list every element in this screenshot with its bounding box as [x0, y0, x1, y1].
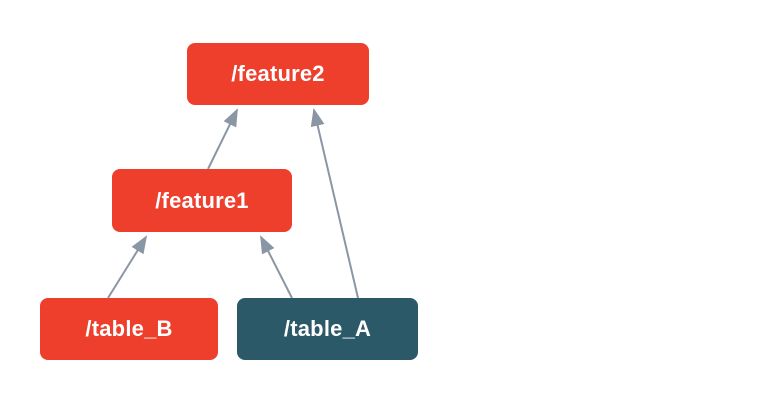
edge-table_B-to-feature1	[107, 235, 148, 299]
edge-feature1-to-feature2	[207, 108, 238, 170]
node-label: /table_B	[85, 316, 173, 341]
node-feature1[interactable]: /feature1	[112, 169, 292, 232]
node-table_A[interactable]: /table_A	[237, 298, 418, 360]
node-feature2[interactable]: /feature2	[187, 43, 369, 105]
node-label: /feature1	[155, 187, 249, 213]
node-table_B[interactable]: /table_B	[40, 298, 218, 360]
edge-table_A-to-feature2	[310, 108, 359, 299]
edge-table_A-to-feature1	[260, 235, 293, 299]
node-label: /table_A	[283, 316, 372, 341]
node-label: /feature2	[231, 61, 325, 86]
